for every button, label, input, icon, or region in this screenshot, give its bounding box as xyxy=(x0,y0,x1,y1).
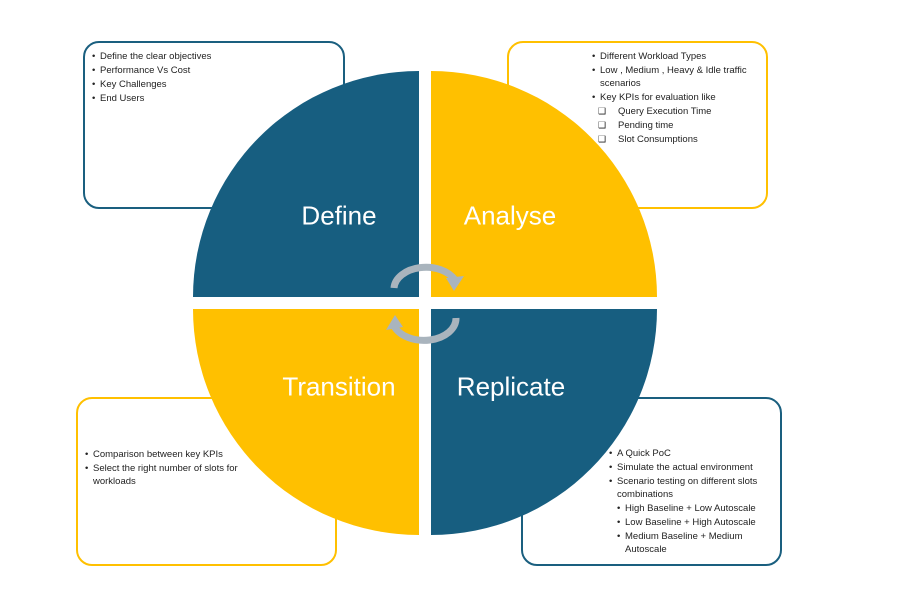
transition-label: Transition xyxy=(282,371,396,402)
define-item: End Users xyxy=(92,92,332,105)
transition-item: Select the right number of slots for wor… xyxy=(85,462,255,488)
replicate-item: Simulate the actual environment xyxy=(609,461,779,474)
define-label: Define xyxy=(301,200,377,231)
replicate-quadrant xyxy=(431,309,657,535)
define-item: Key Challenges xyxy=(92,78,332,91)
scenario-item: High Baseline + Low Autoscale xyxy=(617,502,779,515)
kpi-item: Pending time xyxy=(598,119,762,132)
arrowhead-icon xyxy=(446,276,464,291)
replicate-label: Replicate xyxy=(456,371,566,402)
replicate-item: A Quick PoC xyxy=(609,447,779,460)
analyse-item: Different Workload Types xyxy=(592,50,762,63)
kpi-item: Slot Consumptions xyxy=(598,133,762,146)
define-item: Define the clear objectives xyxy=(92,50,332,63)
analyse-item: Key KPIs for evaluation like xyxy=(592,91,762,104)
analyse-label: Analyse xyxy=(463,200,557,231)
analyse-item: Low , Medium , Heavy & Idle traffic scen… xyxy=(592,64,762,90)
transition-quadrant xyxy=(193,309,419,535)
replicate-item: Scenario testing on different slots comb… xyxy=(609,475,779,501)
analyse-quadrant xyxy=(431,71,657,297)
kpi-item: Query Execution Time xyxy=(598,105,762,118)
define-quadrant xyxy=(193,71,419,297)
transition-item: Comparison between key KPIs xyxy=(85,448,255,461)
arrowhead-icon xyxy=(386,315,403,330)
scenario-item: Low Baseline + High Autoscale xyxy=(617,516,779,529)
define-item: Performance Vs Cost xyxy=(92,64,332,77)
cycle-arrow-icon xyxy=(390,263,460,344)
scenario-item: Medium Baseline + Medium Autoscale xyxy=(617,530,779,556)
